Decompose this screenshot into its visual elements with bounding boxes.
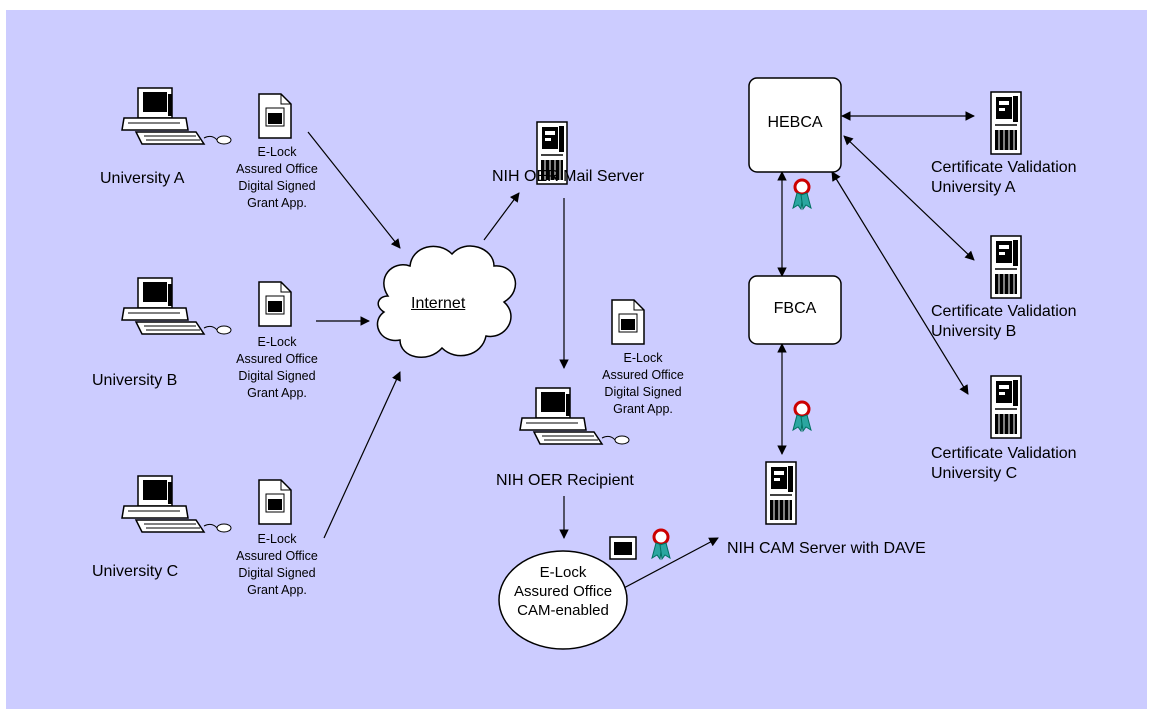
validator-c-server-icon: [990, 375, 1022, 439]
recipient-document-icon: [611, 299, 645, 345]
network-diagram: [6, 10, 1147, 709]
document-a-icon: [258, 93, 292, 139]
diagram-panel: University A University B University C E…: [6, 10, 1147, 709]
internet-cloud-icon: [376, 245, 517, 358]
validator-c-label: Certificate Validation University C: [931, 445, 1077, 482]
elock-oval-label: E-Lock Assured Office CAM-enabled: [513, 564, 613, 619]
university-a-label: University A: [100, 170, 185, 187]
hebca-box: [748, 77, 842, 173]
arrow-docC-internet: [323, 371, 401, 539]
recipient-label: NIH OER Recipient: [496, 472, 634, 489]
document-a-caption: E-Lock Assured Office Digital Signed Gra…: [236, 145, 318, 210]
validator-b-label: Certificate Validation University B: [931, 303, 1077, 340]
document-b-caption: E-Lock Assured Office Digital Signed Gra…: [236, 335, 318, 400]
validator-a-server-icon: [990, 91, 1022, 155]
validator-a-label: Certificate Validation University A: [931, 159, 1077, 196]
document-c-icon: [258, 479, 292, 525]
cam-server-icon: [765, 461, 797, 525]
arrow-docA-internet: [307, 131, 401, 249]
validator-b-server-icon: [990, 235, 1022, 299]
arrow-elock-camserver: [619, 537, 719, 591]
cam-server-label: NIH CAM Server with DAVE: [727, 540, 926, 557]
arrow-hebca-validatorC: [831, 171, 969, 395]
connectors: [307, 111, 975, 591]
elock-oval: [498, 550, 628, 650]
fbca-box: [748, 275, 842, 345]
university-b-label: University B: [92, 372, 178, 389]
arrow-internet-mailserver: [483, 192, 520, 241]
document-c-caption: E-Lock Assured Office Digital Signed Gra…: [236, 532, 318, 597]
internet-label: Internet: [411, 295, 466, 312]
recipient-document-caption: E-Lock Assured Office Digital Signed Gra…: [602, 351, 684, 416]
mail-server-label: NIH OER Mail Server: [492, 168, 645, 185]
fbca-label: FBCA: [773, 300, 817, 317]
university-c-label: University C: [92, 563, 179, 580]
signed-document-small-icon: [609, 536, 637, 560]
hebca-label: HEBCA: [767, 114, 823, 131]
document-b-icon: [258, 281, 292, 327]
